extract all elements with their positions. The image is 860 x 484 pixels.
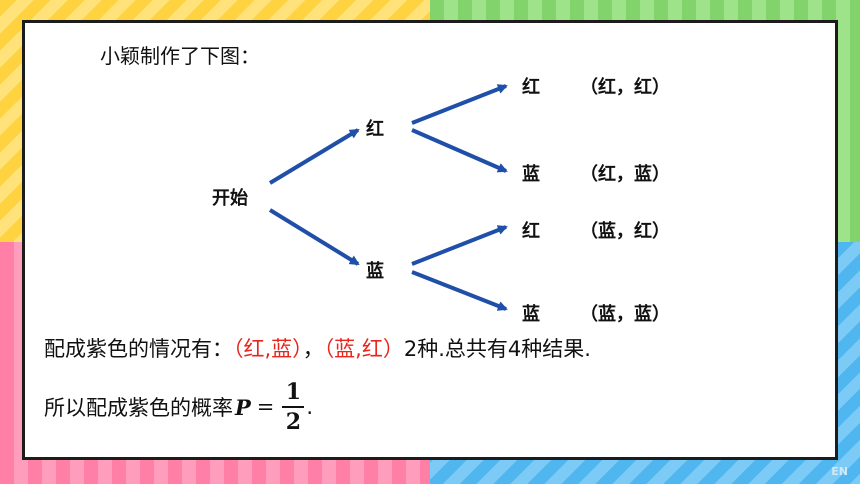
fraction-denominator: 2 <box>285 409 302 435</box>
tree-node-blue: 蓝 <box>366 261 384 282</box>
slide-card <box>22 20 838 460</box>
arrow-blue-to-blue <box>411 270 508 311</box>
fraction-bar <box>282 406 305 408</box>
conclusion-case-2: （蓝,红） <box>323 337 404 361</box>
tree-leaf-4: 蓝 <box>522 304 540 325</box>
arrow-red-to-blue <box>411 128 508 173</box>
tree-leaf-2: 蓝 <box>522 164 540 185</box>
probability-prefix: 所以配成紫色的概率 <box>44 396 233 420</box>
outcome-pair-4: （蓝，蓝） <box>580 304 670 325</box>
conclusion-case-1: （红,蓝） <box>233 337 303 361</box>
arrow-start-to-red <box>268 128 360 185</box>
outcome-pair-2: （红，蓝） <box>580 164 670 185</box>
corner-watermark: EN <box>831 465 848 478</box>
tree-leaf-1: 红 <box>522 77 540 98</box>
probability-line: 所以配成紫色的概率 P = 1 2 . <box>44 380 313 434</box>
conclusion-prefix: 配成紫色的情况有： <box>44 337 233 361</box>
probability-fraction: 1 2 <box>282 379 305 435</box>
fraction-numerator: 1 <box>285 379 302 405</box>
outcome-pair-1: （红，红） <box>580 77 670 98</box>
intro-text: 小颖制作了下图： <box>100 44 260 68</box>
arrow-blue-to-red <box>411 225 508 266</box>
tree-leaf-3: 红 <box>522 221 540 242</box>
conclusion-separator: ， <box>302 337 324 361</box>
arrow-red-to-red <box>411 84 508 125</box>
conclusion-line: 配成紫色的情况有：（红,蓝），（蓝,红）2种.总共有4种结果. <box>44 333 591 363</box>
probability-variable: P <box>235 394 251 420</box>
conclusion-suffix: 2种.总共有4种结果. <box>403 337 591 361</box>
probability-end: . <box>306 395 314 419</box>
arrow-start-to-blue <box>268 208 360 266</box>
equals-sign: = <box>256 395 275 419</box>
outcome-pair-3: （蓝，红） <box>580 221 670 242</box>
tree-root: 开始 <box>212 188 248 209</box>
tree-node-red: 红 <box>366 119 384 140</box>
